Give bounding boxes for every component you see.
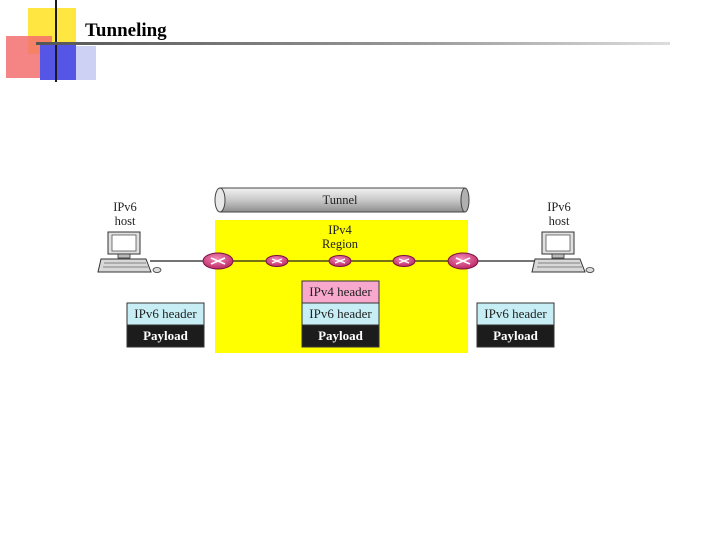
left-packet (126, 302, 205, 348)
decor-blue-square (40, 44, 76, 80)
tunnel-pipe (214, 187, 470, 213)
middle-ipv4-header: IPv4 header (309, 284, 372, 299)
middle-payload: Payload (318, 328, 364, 343)
middle-packet (301, 280, 380, 348)
router-icon (392, 255, 416, 267)
right-payload: Payload (493, 328, 539, 343)
left-payload: Payload (143, 328, 189, 343)
left-ipv6-header: IPv6 header (134, 306, 197, 321)
right-host-label-line1: IPv6 (547, 200, 571, 214)
middle-ipv6-header: IPv6 header (309, 306, 372, 321)
left-host-label-line1: IPv6 (113, 200, 137, 214)
region-label-line2: Region (322, 237, 359, 251)
region-label-line1: IPv4 (328, 223, 352, 237)
router-icon (328, 255, 352, 267)
tunnel-label: Tunnel (323, 193, 358, 207)
computer-icon (97, 231, 162, 273)
right-host-label-line2: host (549, 214, 570, 228)
router-icon (202, 252, 234, 270)
router-icon (447, 252, 479, 270)
decor-vertical-line (55, 0, 57, 82)
computer-icon (531, 231, 595, 273)
router-icon (265, 255, 289, 267)
right-packet (476, 302, 555, 348)
slide-title: Tunneling (85, 20, 167, 41)
right-ipv6-header: IPv6 header (484, 306, 547, 321)
left-host-label-line2: host (115, 214, 136, 228)
title-underline (36, 42, 670, 45)
